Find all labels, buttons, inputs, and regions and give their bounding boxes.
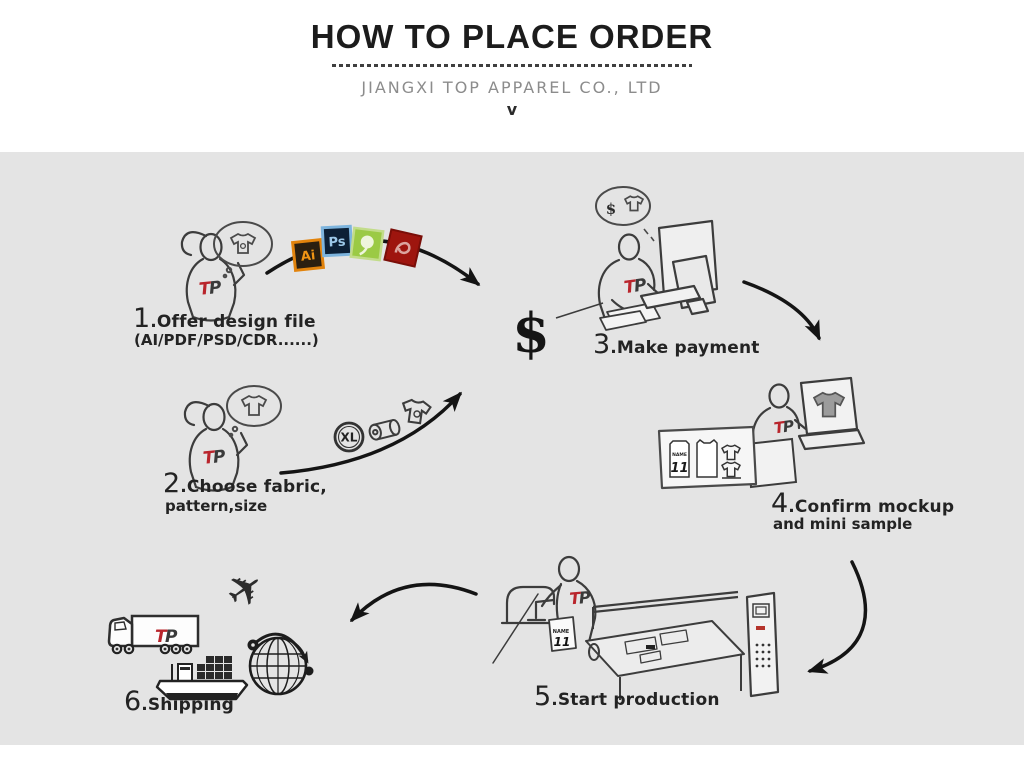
jersey-number-text: 11 (670, 461, 688, 476)
bubble-tshirt-icon (624, 195, 644, 212)
arrow-step2-to-step3 (279, 391, 463, 475)
step5-number: 5 (534, 681, 552, 712)
arrow-step3-to-step4 (742, 280, 821, 341)
coreldraw-icon (349, 226, 385, 262)
step3-figure: $ $ (512, 186, 719, 365)
step2-figure: XL (183, 385, 433, 492)
adobe-illustrator-icon: Ai (290, 237, 326, 273)
tshirt-print-dot (239, 242, 247, 250)
jersey-name-text: NAME (672, 452, 687, 458)
title-divider (332, 64, 692, 67)
thought-bubble-icon (213, 221, 273, 279)
svg-text:NAME: NAME (553, 629, 570, 635)
globe-icon (247, 632, 314, 696)
arrow-step5-to-step6 (349, 582, 478, 623)
step4-sublabel: and mini sample (773, 515, 913, 533)
step2-sublabel: pattern,size (165, 497, 268, 515)
fabric-roll-icon (368, 418, 401, 441)
step1-sublabel: (AI/PDF/PSD/CDR......) (134, 331, 319, 349)
company-name: JIANGXI TOP APPAREL CO., LTD (361, 78, 663, 97)
svg-text:Ai: Ai (300, 248, 316, 264)
svg-text:Ps: Ps (328, 235, 346, 251)
step4-number: 4 (771, 488, 789, 519)
jersey-in-progress: NAME 11 (548, 616, 577, 652)
truck-icon (107, 614, 200, 655)
desktop-computer-icon (639, 219, 719, 316)
step4-label: 4.Confirm mockup (771, 488, 955, 519)
pattern-shirt-icon (399, 397, 433, 426)
brand-logo-step4 (772, 416, 796, 438)
sewing-person (540, 555, 597, 644)
design-software-icons: Ai Ps (290, 224, 423, 273)
step1-number: 1 (133, 303, 151, 334)
step1-label: 1.Offer design file (133, 303, 316, 334)
mockup-sheet: NAME 11 (657, 425, 758, 490)
step5-label: 5.Start production (534, 681, 720, 712)
brand-logo-step3 (622, 275, 649, 299)
brand-logo-step1 (198, 277, 224, 300)
step5-figure: NAME 11 (492, 555, 780, 700)
airplane-icon: ✈ (216, 559, 275, 622)
adobe-photoshop-icon: Ps (320, 224, 354, 258)
dollar-sign: $ (512, 301, 550, 365)
chevron-down-icon: v (506, 100, 518, 119)
step2-number: 2 (163, 468, 181, 499)
step6-number: 6 (124, 686, 142, 717)
payment-thought-bubble (595, 186, 655, 242)
step4-figure: NAME 11 (657, 376, 866, 490)
step6-label: 6.Shipping (124, 686, 235, 717)
cutting-table-icon (585, 590, 745, 700)
brand-logo-step5 (568, 587, 592, 609)
step2-label: 2.Choose fabric, (163, 468, 327, 499)
size-xl-badge: XL (333, 421, 365, 453)
page-title: HOW TO PLACE ORDER (310, 18, 714, 55)
arrow-step4-to-step5 (807, 560, 868, 674)
bubble-dollar-sign: $ (606, 200, 616, 218)
tshirt-icon (241, 395, 267, 416)
cargo-ship-icon (155, 656, 249, 701)
step6-figure: ✈ (107, 559, 314, 701)
brand-logo-step2 (202, 446, 228, 469)
adobe-acrobat-icon (383, 228, 423, 268)
thought-bubble-icon (226, 385, 282, 438)
step3-number: 3 (593, 329, 611, 360)
step1-figure (180, 221, 273, 322)
svg-text:11: 11 (554, 635, 571, 649)
step3-label: 3.Make payment (593, 329, 760, 360)
machine-control-panel (745, 591, 780, 698)
dollar-pointer-line (555, 302, 604, 319)
svg-text:XL: XL (341, 431, 358, 445)
sewing-machine-icon (492, 585, 566, 664)
